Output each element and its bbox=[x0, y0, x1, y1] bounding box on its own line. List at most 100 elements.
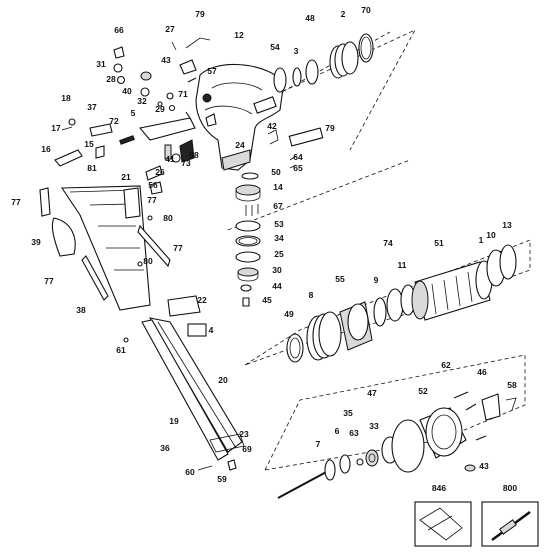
callout-c30: 30 bbox=[272, 265, 282, 275]
callout-c73: 73 bbox=[181, 158, 191, 168]
callout-c77b: 77 bbox=[147, 195, 157, 205]
callout-c17: 17 bbox=[51, 123, 61, 133]
callout-c77a: 77 bbox=[11, 197, 21, 207]
callout-c74: 74 bbox=[383, 238, 393, 248]
callout-c14: 14 bbox=[273, 182, 283, 192]
callout-c22: 22 bbox=[197, 295, 207, 305]
callout-c71: 71 bbox=[178, 89, 188, 99]
callout-c56: 56 bbox=[148, 180, 158, 190]
callout-c64: 64 bbox=[293, 152, 303, 162]
callout-c35: 35 bbox=[343, 408, 353, 418]
callout-c66: 66 bbox=[114, 25, 124, 35]
callout-c10: 10 bbox=[486, 230, 496, 240]
callout-c69: 69 bbox=[242, 444, 252, 454]
callout-c48: 48 bbox=[305, 13, 315, 23]
callout-c60: 60 bbox=[185, 467, 195, 477]
callout-c63: 63 bbox=[349, 428, 359, 438]
frame-guide-b bbox=[227, 159, 411, 231]
callout-c67: 67 bbox=[273, 201, 283, 211]
callout-c55: 55 bbox=[335, 274, 345, 284]
callout-c50: 50 bbox=[271, 167, 281, 177]
callout-c15: 15 bbox=[84, 139, 94, 149]
callout-c77d: 77 bbox=[44, 276, 54, 286]
callout-c68: 68 bbox=[189, 150, 199, 160]
callout-c46: 46 bbox=[477, 367, 487, 377]
callout-c58: 58 bbox=[507, 380, 517, 390]
callout-c45: 45 bbox=[262, 295, 272, 305]
callout-c8: 8 bbox=[309, 290, 314, 300]
callout-c57: 57 bbox=[207, 66, 217, 76]
callout-c23: 23 bbox=[239, 429, 249, 439]
callout-c4: 4 bbox=[209, 325, 214, 335]
callout-c1: 1 bbox=[479, 235, 484, 245]
callout-c61: 61 bbox=[116, 345, 126, 355]
callout-c11: 11 bbox=[398, 260, 407, 270]
callout-c800: 800 bbox=[503, 483, 517, 493]
callout-c846: 846 bbox=[432, 483, 446, 493]
callout-c32: 32 bbox=[137, 96, 147, 106]
callout-c27: 27 bbox=[165, 24, 175, 34]
callout-c26: 26 bbox=[155, 167, 165, 177]
callout-c80b: 80 bbox=[143, 256, 153, 266]
callout-c25: 25 bbox=[274, 249, 284, 259]
callout-c2: 2 bbox=[341, 9, 346, 19]
callout-c70: 70 bbox=[361, 5, 371, 15]
callout-c54: 54 bbox=[270, 42, 280, 52]
cylinder-rings-middle bbox=[286, 244, 517, 363]
callout-c16: 16 bbox=[41, 144, 51, 154]
callout-c36: 36 bbox=[160, 443, 170, 453]
upper-small-parts bbox=[113, 37, 211, 119]
callout-c6: 6 bbox=[335, 426, 340, 436]
callout-c43a: 43 bbox=[161, 55, 171, 65]
callout-c18: 18 bbox=[61, 93, 71, 103]
lower-assembly bbox=[277, 391, 517, 499]
callout-c29: 29 bbox=[155, 104, 165, 114]
callout-c31: 31 bbox=[96, 59, 106, 69]
callout-c51: 51 bbox=[434, 238, 444, 248]
callout-c53: 53 bbox=[274, 219, 284, 229]
callout-c79b: 79 bbox=[325, 123, 335, 133]
callout-c20: 20 bbox=[218, 375, 228, 385]
callout-c49: 49 bbox=[284, 309, 294, 319]
callout-c39: 39 bbox=[31, 237, 41, 247]
callout-c34: 34 bbox=[274, 233, 284, 243]
callout-c62: 62 bbox=[441, 360, 451, 370]
upper-right-parts bbox=[267, 127, 324, 169]
callout-c81: 81 bbox=[87, 163, 97, 173]
callout-c19: 19 bbox=[169, 416, 179, 426]
callout-c21: 21 bbox=[121, 172, 131, 182]
callout-c44: 44 bbox=[272, 281, 282, 291]
callout-c52: 52 bbox=[418, 386, 428, 396]
callout-c3: 3 bbox=[294, 46, 299, 56]
callout-c38: 38 bbox=[76, 305, 86, 315]
magazine-assembly bbox=[39, 185, 245, 471]
callout-c47: 47 bbox=[367, 388, 377, 398]
callout-c13: 13 bbox=[502, 220, 512, 230]
callout-c80a: 80 bbox=[163, 213, 173, 223]
callout-c59: 59 bbox=[217, 474, 227, 484]
accessory-boxes bbox=[414, 501, 539, 547]
main-housing bbox=[195, 63, 284, 171]
callout-c33: 33 bbox=[369, 421, 379, 431]
callout-c65: 65 bbox=[293, 163, 303, 173]
callout-c24: 24 bbox=[235, 140, 245, 150]
callout-c43b: 43 bbox=[479, 461, 489, 471]
piston-stack bbox=[235, 172, 261, 307]
callout-c40: 40 bbox=[122, 86, 132, 96]
callout-c72: 72 bbox=[109, 116, 119, 126]
callout-c79a: 79 bbox=[195, 9, 205, 19]
callout-c41: 41 bbox=[165, 154, 175, 164]
callout-c77c: 77 bbox=[173, 243, 183, 253]
callout-c12: 12 bbox=[234, 30, 244, 40]
cylinder-rings-top bbox=[273, 33, 374, 93]
callout-c28: 28 bbox=[106, 74, 116, 84]
callout-c42: 42 bbox=[267, 121, 277, 131]
callout-c9: 9 bbox=[374, 275, 379, 285]
callout-c37: 37 bbox=[87, 102, 97, 112]
callout-c7: 7 bbox=[316, 439, 321, 449]
callout-c5: 5 bbox=[131, 108, 136, 118]
trigger-valve-area bbox=[54, 113, 217, 195]
